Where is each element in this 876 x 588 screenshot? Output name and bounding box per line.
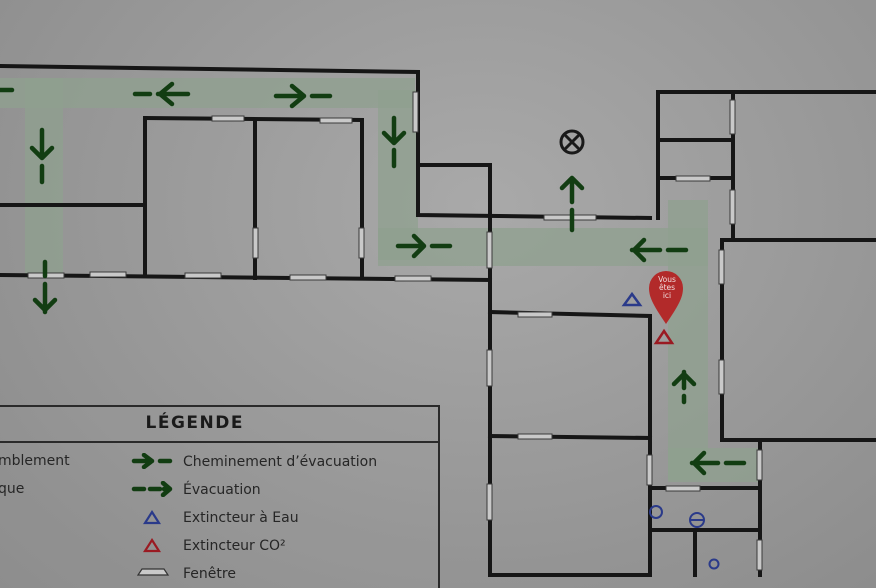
- arrow-right-icon: [273, 83, 333, 109]
- arrow-left-icon: [629, 237, 689, 263]
- arrow-up-icon: [559, 175, 585, 233]
- you-are-here-pin-icon: [649, 271, 683, 324]
- emergency-exit-icon: [559, 129, 585, 155]
- legend-item-partial: que: [0, 481, 25, 497]
- evacuation-arrows: [0, 81, 747, 476]
- legend-item-evac-route: Cheminement d’évacuation: [183, 454, 378, 470]
- legend-item-window: Fenêtre: [183, 566, 236, 582]
- red-triangle-icon: [142, 537, 162, 553]
- legend-panel: LÉGENDE mblement que Cheminement d’évacu…: [0, 405, 440, 588]
- evac-dashed-arrow-icon: [131, 481, 173, 497]
- arrow-left-icon: [689, 450, 747, 476]
- evac-route-arrow-icon: [131, 453, 173, 469]
- co2-extinguisher-icon: [653, 328, 675, 345]
- arrow-up-icon: [671, 369, 697, 405]
- fixture-symbols: [649, 505, 720, 570]
- legend-item-water-extinguisher: Extincteur à Eau: [183, 510, 299, 526]
- legend-item-co2-extinguisher: Extincteur CO²: [183, 538, 286, 554]
- legend-item-assembly: mblement: [0, 453, 70, 469]
- arrow-down-icon: [29, 127, 55, 185]
- arrow-left-icon: [132, 81, 191, 107]
- arrow-down-icon: [32, 259, 58, 315]
- blue-triangle-icon: [142, 509, 162, 525]
- legend-divider: [0, 441, 438, 443]
- arrow-down-icon: [381, 115, 407, 169]
- window-icon: [136, 568, 170, 576]
- arrow-right-icon: [395, 233, 453, 259]
- legend-title: LÉGENDE: [145, 413, 244, 433]
- water-extinguisher-icon: [621, 291, 643, 307]
- legend-item-evacuation: Évacuation: [183, 482, 261, 498]
